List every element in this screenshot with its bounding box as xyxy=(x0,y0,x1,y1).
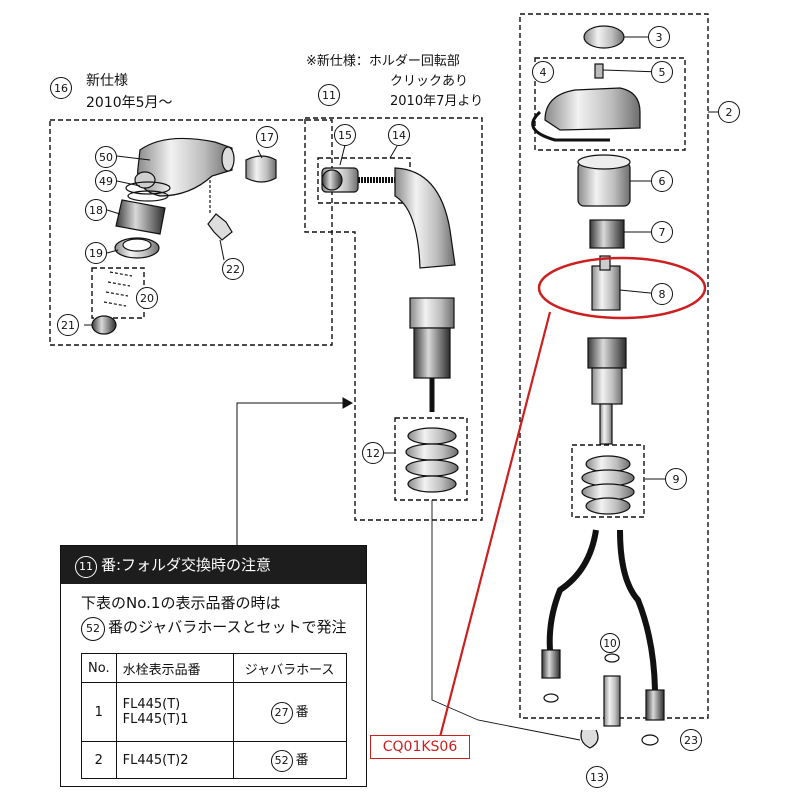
callout-3: 3 xyxy=(648,26,670,48)
callout-4: 4 xyxy=(532,61,554,83)
part-number-label: CQ01KS06 xyxy=(370,735,470,759)
row2-hose-suffix: 番 xyxy=(295,752,309,768)
header-no: No. xyxy=(81,653,117,683)
row1-code: FL445(T) FL445(T)1 xyxy=(115,682,234,742)
spec-note-line3: 2010年7月より xyxy=(390,94,484,109)
callout-9: 9 xyxy=(665,468,687,490)
callout-18: 18 xyxy=(85,199,107,221)
callout-50: 50 xyxy=(95,146,117,168)
note-header-text: 番:フォルダ交換時の注意 xyxy=(101,556,272,574)
group16-title: 新仕様 xyxy=(86,73,128,89)
group2-parts xyxy=(531,25,665,749)
row2-no: 2 xyxy=(81,741,117,779)
row1-hose-suffix: 番 xyxy=(295,704,309,720)
table-header-row: No. 水栓表示品番 ジャバラホース xyxy=(81,653,347,683)
callout-15: 15 xyxy=(334,124,356,146)
row1-no: 1 xyxy=(81,682,117,742)
group4-box xyxy=(534,57,686,151)
callout-49: 49 xyxy=(95,170,117,192)
note-line2-callout: 52 xyxy=(81,617,105,641)
callout-12: 12 xyxy=(362,442,384,464)
header-code: 水栓表示品番 xyxy=(115,653,234,683)
highlight-group xyxy=(438,256,707,738)
callout-22: 22 xyxy=(222,258,244,280)
group16-date: 2010年5月～ xyxy=(86,95,173,111)
spec-note-line2: クリックあり xyxy=(390,74,469,89)
group11-box xyxy=(304,117,483,521)
callout-17: 17 xyxy=(256,126,278,148)
callout-10: 10 xyxy=(600,633,620,653)
callout-19: 19 xyxy=(85,242,107,264)
callout-7: 7 xyxy=(651,221,673,243)
group16-parts xyxy=(91,137,277,335)
row2-code: FL445(T)2 xyxy=(115,741,234,779)
callout-16: 16 xyxy=(50,77,72,99)
callout-2: 2 xyxy=(718,101,740,123)
note-line2-text: 番のジャバラホースとセットで発注 xyxy=(108,618,347,636)
note-header-callout: 11 xyxy=(75,556,97,578)
header-hose: ジャバラホース xyxy=(232,653,347,683)
callout-8: 8 xyxy=(651,283,673,305)
callout-6: 6 xyxy=(651,170,673,192)
highlight-leader xyxy=(438,311,552,738)
callout-5: 5 xyxy=(651,61,673,83)
row1-hose-callout: 27 xyxy=(270,701,293,724)
callout-20: 20 xyxy=(136,287,158,309)
callout-14: 14 xyxy=(388,124,410,146)
row2-hose-callout: 52 xyxy=(270,749,293,772)
parts-table: No. 水栓表示品番 ジャバラホース 1 FL445(T) FL445(T)1 … xyxy=(81,653,347,779)
row1-code-b: FL445(T)1 xyxy=(122,712,189,727)
callout-11: 11 xyxy=(318,84,340,106)
callout-23: 23 xyxy=(680,729,702,751)
group12-box xyxy=(394,417,468,501)
note-line1: 下表のNo.1の表示品番の時は xyxy=(81,594,281,612)
spec-note-line1: ※新仕様：ホルダー回転部 xyxy=(306,54,460,69)
callout-13: 13 xyxy=(586,766,608,788)
group11-parts xyxy=(321,167,459,493)
group9-box xyxy=(571,444,645,518)
callout-21: 21 xyxy=(57,314,79,336)
highlight-ellipse xyxy=(537,256,707,320)
row1-code-a: FL445(T) xyxy=(122,697,181,712)
